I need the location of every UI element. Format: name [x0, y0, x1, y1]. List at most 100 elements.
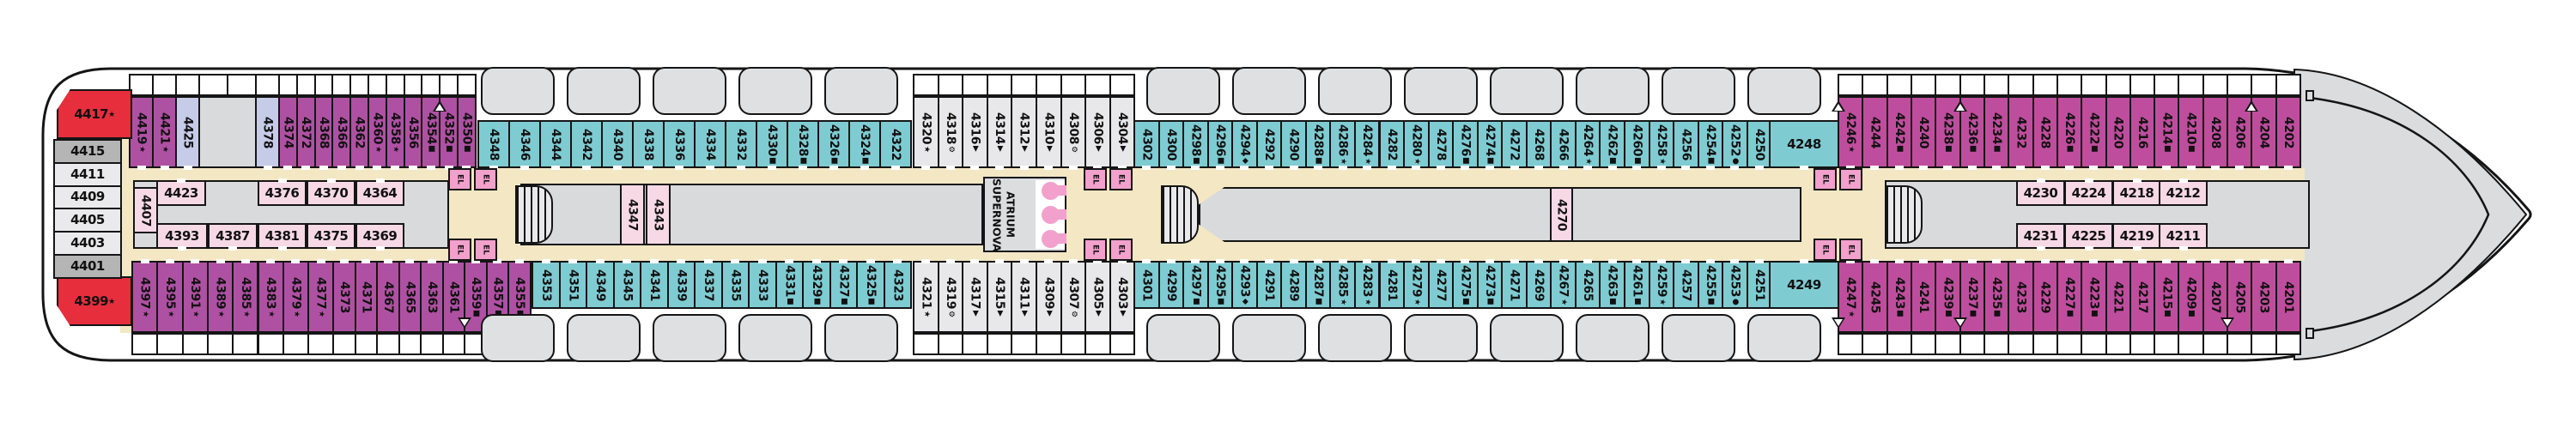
cabin-4293[interactable]: 4293◆ — [1231, 261, 1258, 309]
cabin-4257[interactable]: 4257 — [1673, 261, 1699, 309]
cabin-4262[interactable]: 4262■ — [1599, 120, 1625, 168]
cabin-4356[interactable]: 4356 — [403, 96, 423, 168]
cabin-4340[interactable]: 4340 — [601, 120, 634, 168]
cabin-4373[interactable]: 4373 — [332, 261, 356, 333]
cabin-4240[interactable]: 4240 — [1910, 96, 1937, 168]
cabin-4347[interactable]: 4347 — [620, 184, 645, 245]
cabin-4399[interactable]: 4399★ — [57, 276, 132, 326]
cabin-4395[interactable]: 4395★ — [156, 261, 184, 333]
cabin-4265[interactable]: 4265 — [1574, 261, 1601, 309]
cabin-4303[interactable]: 4303▶ — [1109, 261, 1136, 333]
cabin-4327[interactable]: 4327■ — [829, 261, 858, 309]
cabin-4302[interactable]: 4302 — [1133, 120, 1160, 168]
cabin-4294[interactable]: 4294◆ — [1231, 120, 1258, 168]
cabin-4222[interactable]: 4222■ — [2081, 96, 2107, 168]
cabin-4344[interactable]: 4344 — [539, 120, 572, 168]
cabin-4223[interactable]: 4223■ — [2081, 261, 2107, 333]
cabin-4288[interactable]: 4288■ — [1304, 120, 1332, 168]
cabin-4367[interactable]: 4367 — [376, 261, 400, 333]
cabin-4375[interactable]: 4375 — [307, 223, 355, 249]
cabin-4218[interactable]: 4218 — [2112, 180, 2161, 206]
cabin-4272[interactable]: 4272 — [1501, 120, 1528, 168]
cabin-4350[interactable]: 4350■ — [457, 96, 477, 168]
cabin-4261[interactable]: 4261■ — [1624, 261, 1650, 309]
cabin-4348[interactable]: 4348 — [477, 120, 510, 168]
cabin-4210[interactable]: 4210■ — [2178, 96, 2204, 168]
cabin-4283[interactable]: 4283★ — [1353, 261, 1381, 309]
cabin-4300[interactable]: 4300 — [1157, 120, 1185, 168]
cabin-4358[interactable]: 4358★ — [385, 96, 405, 168]
cabin-4284[interactable]: 4284★ — [1353, 120, 1381, 168]
cabin-4259[interactable]: 4259★ — [1648, 261, 1675, 309]
cabin-4370[interactable]: 4370 — [307, 180, 355, 206]
cabin-4233[interactable]: 4233 — [2008, 261, 2034, 333]
cabin-4263[interactable]: 4263■ — [1599, 261, 1625, 309]
cabin-4299[interactable]: 4299 — [1157, 261, 1185, 309]
cabin-4339[interactable]: 4339 — [666, 261, 696, 309]
cabin-4366[interactable]: 4366 — [331, 96, 352, 168]
cabin-4271[interactable]: 4271 — [1501, 261, 1528, 309]
cabin-4308[interactable]: 4308⚙ — [1060, 96, 1087, 168]
cabin-4345[interactable]: 4345 — [612, 261, 641, 309]
cabin-4287[interactable]: 4287■ — [1304, 261, 1332, 309]
cabin-4353[interactable]: 4353 — [532, 261, 561, 309]
cabin-4310[interactable]: 4310▶ — [1036, 96, 1062, 168]
cabin-4236[interactable]: 4236■ — [1953, 96, 1985, 168]
cabin-4321[interactable]: 4321★ — [913, 261, 939, 333]
cabin-4268[interactable]: 4268 — [1525, 120, 1552, 168]
cabin-4360[interactable]: 4360★ — [368, 96, 387, 168]
cabin-4337[interactable]: 4337 — [694, 261, 723, 309]
cabin-4333[interactable]: 4333 — [748, 261, 777, 309]
cabin-4352[interactable]: 4352■ — [433, 96, 459, 168]
cabin-4365[interactable]: 4365 — [398, 261, 422, 333]
cabin-4342[interactable]: 4342 — [570, 120, 603, 168]
cabin-4225[interactable]: 4225 — [2064, 223, 2113, 249]
cabin-4423[interactable]: 4423 — [156, 180, 206, 206]
cabin-4374[interactable]: 4374 — [278, 96, 298, 168]
cabin-4362[interactable]: 4362 — [349, 96, 369, 168]
cabin-4255[interactable]: 4255■ — [1697, 261, 1724, 309]
cabin-4267[interactable]: 4267★ — [1550, 261, 1577, 309]
cabin-4211[interactable]: 4211 — [2159, 223, 2208, 249]
cabin-4349[interactable]: 4349 — [586, 261, 615, 309]
cabin-4247[interactable]: 4247★ — [1832, 261, 1864, 333]
cabin-4253[interactable]: 4253● — [1722, 261, 1748, 309]
cabin-4281[interactable]: 4281 — [1378, 261, 1406, 309]
cabin-4411[interactable]: 4411 — [53, 161, 122, 187]
cabin-4314[interactable]: 4314▶ — [986, 96, 1013, 168]
cabin-4387[interactable]: 4387 — [208, 223, 258, 249]
cabin-4282[interactable]: 4282 — [1378, 120, 1406, 168]
cabin-4407[interactable]: 4407 — [133, 187, 158, 233]
cabin-4363[interactable]: 4363 — [420, 261, 444, 333]
cabin-4246[interactable]: 4246★ — [1832, 96, 1864, 168]
cabin-4301[interactable]: 4301 — [1133, 261, 1160, 309]
cabin-4332[interactable]: 4332 — [725, 120, 757, 168]
cabin-4316[interactable]: 4316▶ — [962, 96, 988, 168]
cabin-4249[interactable]: 4249 — [1769, 261, 1839, 309]
cabin-4419[interactable]: 4419★ — [129, 96, 154, 168]
cabin-4286[interactable]: 4286★ — [1329, 120, 1356, 168]
cabin-4235[interactable]: 4235■ — [1983, 261, 2010, 333]
cabin-4217[interactable]: 4217 — [2129, 261, 2156, 333]
cabin-4338[interactable]: 4338 — [632, 120, 665, 168]
cabin-4320[interactable]: 4320★ — [913, 96, 939, 168]
cabin-4275[interactable]: 4275■ — [1452, 261, 1479, 309]
cabin-4371[interactable]: 4371 — [354, 261, 378, 333]
cabin-4331[interactable]: 4331■ — [775, 261, 804, 309]
cabin-4346[interactable]: 4346 — [508, 120, 541, 168]
cabin-4330[interactable]: 4330■ — [756, 120, 788, 168]
cabin-4329[interactable]: 4329■ — [802, 261, 831, 309]
cabin-4307[interactable]: 4307⚙ — [1060, 261, 1087, 333]
cabin-4221[interactable]: 4221 — [2105, 261, 2131, 333]
cabin-4306[interactable]: 4306▶ — [1084, 96, 1111, 168]
cabin-4381[interactable]: 4381 — [258, 223, 307, 249]
cabin-4385[interactable]: 4385★ — [232, 261, 259, 333]
cabin-4309[interactable]: 4309▶ — [1036, 261, 1062, 333]
cabin-4415[interactable]: 4415 — [53, 139, 122, 164]
cabin-4335[interactable]: 4335 — [720, 261, 750, 309]
cabin-4214[interactable]: 4214■ — [2154, 96, 2180, 168]
cabin-4239[interactable]: 4239■ — [1935, 261, 1961, 333]
cabin-4409[interactable]: 4409 — [53, 184, 122, 210]
cabin-4292[interactable]: 4292 — [1255, 120, 1283, 168]
cabin-4291[interactable]: 4291 — [1255, 261, 1283, 309]
